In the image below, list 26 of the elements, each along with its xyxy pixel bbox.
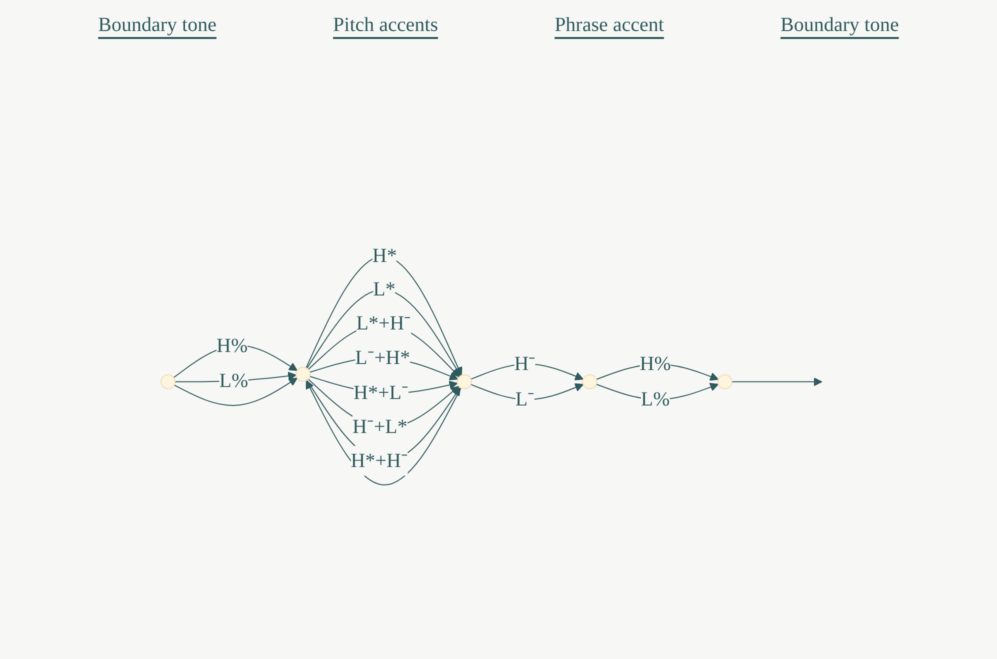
edge-label: H%: [640, 353, 671, 376]
column-heading: Boundary tone: [98, 14, 216, 37]
edge-label: H*+L⁻: [354, 382, 409, 404]
edge-label: L⁻: [515, 388, 535, 411]
edge-label: L*: [373, 278, 396, 301]
edge-label: L%: [219, 370, 248, 392]
state-circle: [456, 374, 472, 390]
edge-label: L%: [640, 388, 670, 410]
edge-label: H*: [372, 245, 397, 268]
edge-label: L*+H⁻: [356, 312, 412, 334]
edge-label: H⁻+L*: [352, 416, 408, 438]
arrow: [731, 377, 822, 386]
edge-label: H⁻: [514, 353, 536, 376]
edge-label: L⁻+H*: [355, 346, 410, 369]
state-circle: [582, 374, 598, 390]
column-heading: Boundary tone: [780, 14, 899, 37]
arrow: [306, 289, 462, 376]
state-circle: [717, 374, 732, 390]
column-heading: Phrase accent: [554, 14, 664, 37]
edge-label: H*+H⁻: [350, 450, 408, 472]
arrow: [174, 378, 298, 406]
column-heading: Pitch accents: [333, 14, 438, 37]
edge-label: H%: [216, 334, 248, 357]
state-circle: [160, 374, 176, 390]
state-circle: [296, 366, 311, 382]
arrow: [306, 380, 462, 486]
